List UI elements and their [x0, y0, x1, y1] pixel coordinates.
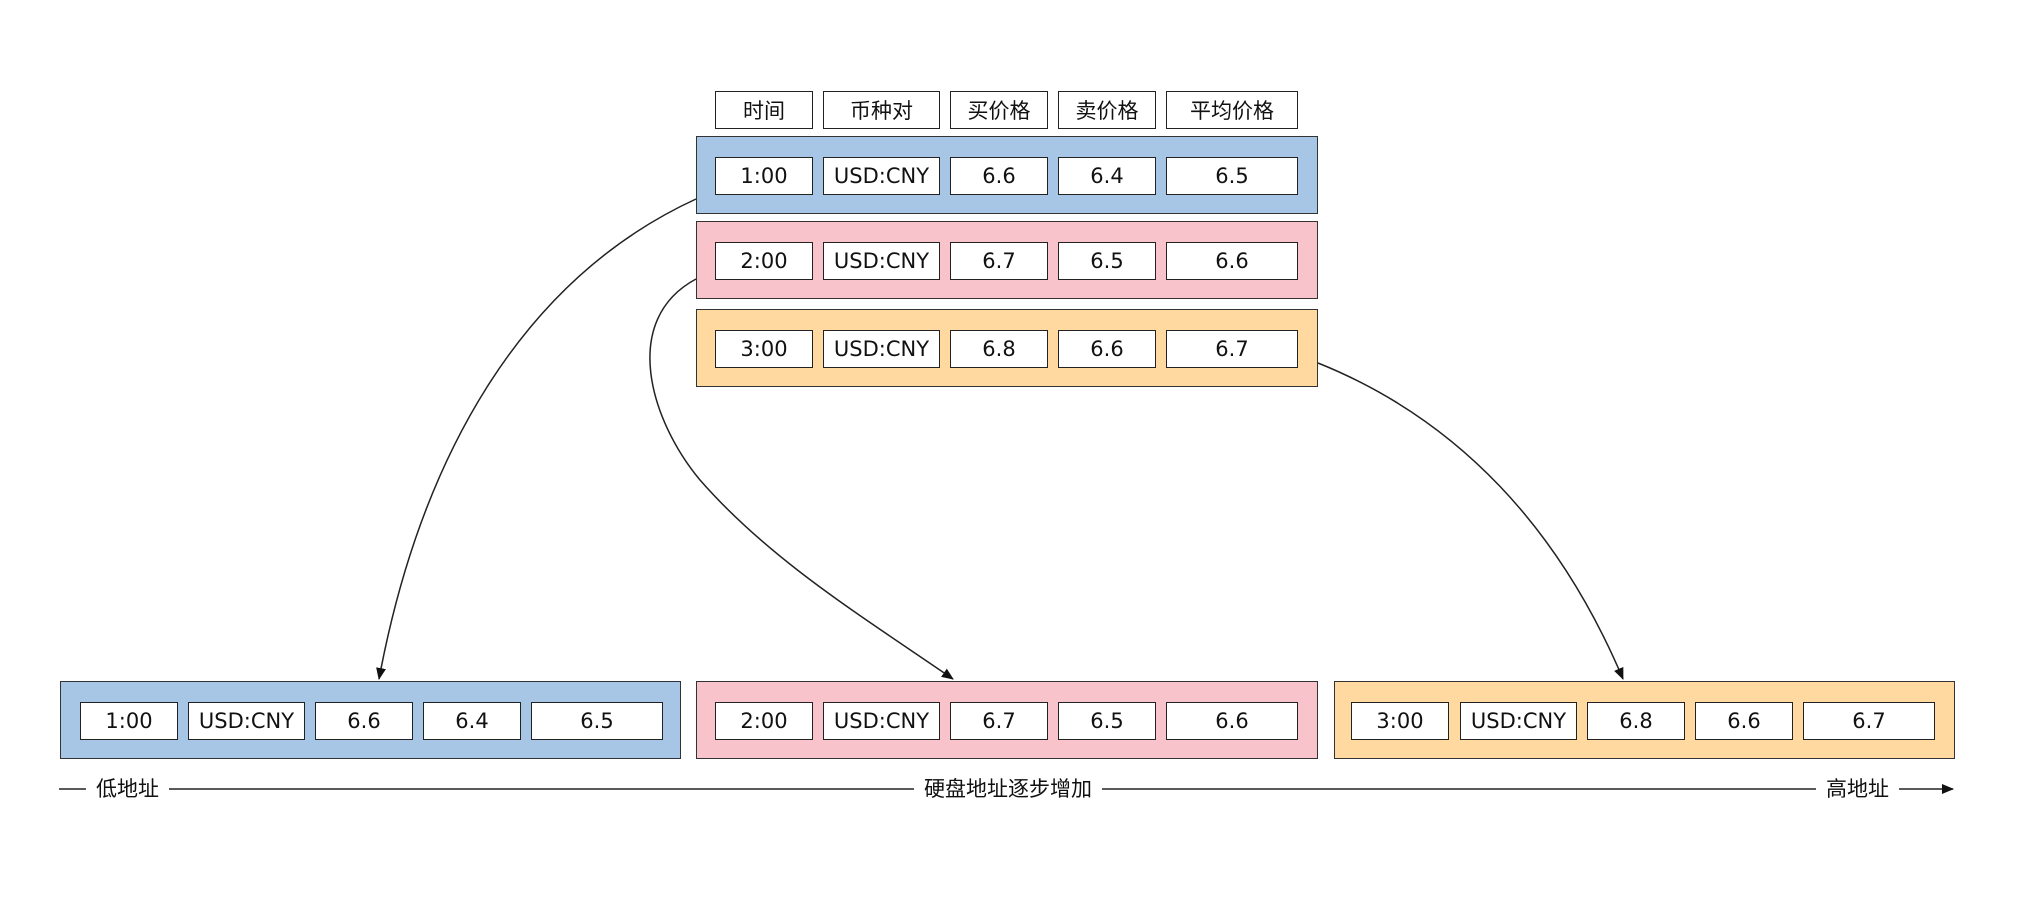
disk-block-3-ask: 6.6 — [1695, 702, 1793, 740]
header-ask-price: 卖价格 — [1058, 91, 1156, 129]
disk-block-2: 2:00 USD:CNY 6.7 6.5 6.6 — [696, 681, 1318, 759]
record-row-2: 2:00 USD:CNY 6.7 6.5 6.6 — [696, 221, 1318, 299]
header-time: 时间 — [715, 91, 813, 129]
disk-block-1-bid: 6.6 — [315, 702, 413, 740]
disk-block-3-time: 3:00 — [1351, 702, 1449, 740]
disk-block-2-ask: 6.5 — [1058, 702, 1156, 740]
disk-block-2-pair: USD:CNY — [823, 702, 940, 740]
axis-high-address-label: 高地址 — [1816, 776, 1899, 802]
record-2-ask: 6.5 — [1058, 242, 1156, 280]
disk-block-2-time: 2:00 — [715, 702, 813, 740]
disk-block-3-avg: 6.7 — [1803, 702, 1935, 740]
connector-record-1-to-disk-block-1 — [376, 198, 697, 680]
header-currency-pair: 币种对 — [823, 91, 940, 129]
connector-record-2-to-disk-block-2 — [649, 278, 954, 680]
record-3-time: 3:00 — [715, 330, 813, 368]
header-average-price: 平均价格 — [1166, 91, 1298, 129]
disk-block-2-avg: 6.6 — [1166, 702, 1298, 740]
axis-middle-label: 硬盘地址逐步增加 — [914, 776, 1102, 802]
record-2-bid: 6.7 — [950, 242, 1048, 280]
record-row-1: 1:00 USD:CNY 6.6 6.4 6.5 — [696, 136, 1318, 214]
record-1-bid: 6.6 — [950, 157, 1048, 195]
disk-block-1: 1:00 USD:CNY 6.6 6.4 6.5 — [60, 681, 681, 759]
record-2-pair: USD:CNY — [823, 242, 940, 280]
disk-block-1-time: 1:00 — [80, 702, 178, 740]
record-3-bid: 6.8 — [950, 330, 1048, 368]
record-1-avg: 6.5 — [1166, 157, 1298, 195]
connector-record-3-to-disk-block-3 — [1317, 362, 1624, 680]
axis-low-address-label: 低地址 — [86, 776, 169, 802]
disk-block-3: 3:00 USD:CNY 6.8 6.6 6.7 — [1334, 681, 1955, 759]
disk-block-3-pair: USD:CNY — [1460, 702, 1577, 740]
disk-block-2-bid: 6.7 — [950, 702, 1048, 740]
record-3-pair: USD:CNY — [823, 330, 940, 368]
disk-block-3-bid: 6.8 — [1587, 702, 1685, 740]
record-3-ask: 6.6 — [1058, 330, 1156, 368]
record-2-time: 2:00 — [715, 242, 813, 280]
record-1-ask: 6.4 — [1058, 157, 1156, 195]
record-1-time: 1:00 — [715, 157, 813, 195]
record-3-avg: 6.7 — [1166, 330, 1298, 368]
record-2-avg: 6.6 — [1166, 242, 1298, 280]
disk-block-1-ask: 6.4 — [423, 702, 521, 740]
header-bid-price: 买价格 — [950, 91, 1048, 129]
disk-block-1-avg: 6.5 — [531, 702, 663, 740]
record-row-3: 3:00 USD:CNY 6.8 6.6 6.7 — [696, 309, 1318, 387]
disk-block-1-pair: USD:CNY — [188, 702, 305, 740]
record-1-pair: USD:CNY — [823, 157, 940, 195]
